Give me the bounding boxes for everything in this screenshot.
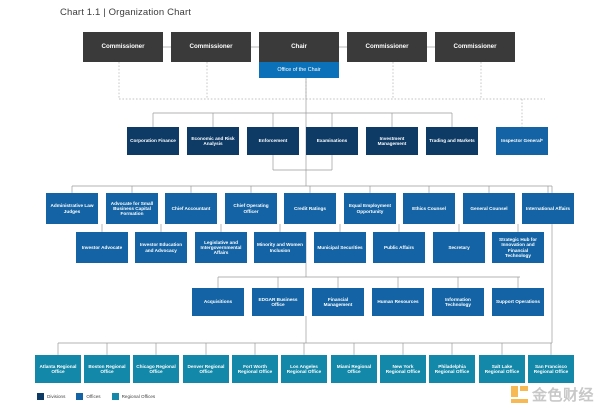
legend-swatch-offices [76, 393, 84, 400]
node-office-international-affairs[interactable]: International Affairs [522, 193, 574, 224]
node-commissioner-1[interactable]: Commissioner [83, 32, 163, 62]
node-office-credit-ratings[interactable]: Credit Ratings [284, 193, 336, 224]
legend-item-divisions: Divisions [37, 393, 65, 400]
node-regional-boston[interactable]: Boston Regional Office [84, 355, 130, 383]
node-office-administrative-law-judges[interactable]: Administrative Law Judges [46, 193, 98, 224]
node-division-corporation-finance[interactable]: Corporation Finance [127, 127, 179, 155]
node-office-advocate-small-business-capital-formation[interactable]: Advocate for Small Business Capital Form… [106, 193, 158, 224]
node-office-support-operations[interactable]: Support Operations [492, 288, 544, 316]
page-title: Chart 1.1 | Organization Chart [60, 7, 192, 18]
legend-item-regional-offices: Regional Offices [111, 393, 156, 400]
node-division-investment-management[interactable]: Investment Management [366, 127, 418, 155]
node-regional-new-york[interactable]: New York Regional Office [380, 355, 426, 383]
node-office-chief-operating-officer[interactable]: Chief Operating Officer [225, 193, 277, 224]
node-office-municipal-securities[interactable]: Municipal Securities [314, 232, 366, 263]
node-office-equal-employment-opportunity[interactable]: Equal Employment Opportunity [344, 193, 396, 224]
node-regional-salt-lake[interactable]: Salt Lake Regional Office [479, 355, 525, 383]
node-office-secretary[interactable]: Secretary [433, 232, 485, 263]
node-chair[interactable]: Chair [259, 32, 339, 62]
node-office-investor-education-and-advocacy[interactable]: Investor Education and Advocacy [135, 232, 187, 263]
legend-swatch-divisions [37, 393, 44, 400]
node-regional-los-angeles[interactable]: Los Angeles Regional Office [281, 355, 327, 383]
node-regional-philadelphia[interactable]: Philadelphia Regional Office [429, 355, 475, 383]
node-office-human-resources[interactable]: Human Resources [372, 288, 424, 316]
legend: Divisions Offices Regional Offices [37, 393, 155, 400]
node-office-strategic-hub-innovation-financial-technology[interactable]: Strategic Hub for Innovation and Financi… [492, 232, 544, 263]
node-office-ethics-counsel[interactable]: Ethics Counsel [403, 193, 455, 224]
node-office-of-the-chair[interactable]: Office of the Chair [259, 62, 339, 78]
node-office-public-affairs[interactable]: Public Affairs [373, 232, 425, 263]
node-commissioner-3[interactable]: Commissioner [347, 32, 427, 62]
node-regional-denver[interactable]: Denver Regional Office [183, 355, 229, 383]
watermark: 金色财经 [510, 384, 594, 405]
node-office-inspector-general[interactable]: Inspector General* [496, 127, 548, 155]
legend-label-divisions: Divisions [47, 394, 66, 399]
node-commissioner-4[interactable]: Commissioner [435, 32, 515, 62]
node-office-investor-advocate[interactable]: Investor Advocate [76, 232, 128, 263]
node-office-minority-and-women-inclusion[interactable]: Minority and Women Inclusion [254, 232, 306, 263]
node-regional-miami[interactable]: Miami Regional Office [331, 355, 377, 383]
watermark-text: 金色财经 [531, 386, 594, 404]
node-regional-san-francisco[interactable]: San Francisco Regional Office [528, 355, 574, 383]
node-regional-chicago[interactable]: Chicago Regional Office [133, 355, 179, 383]
node-office-general-counsel[interactable]: General Counsel [463, 193, 515, 224]
node-office-acquisitions[interactable]: Acquisitions [192, 288, 244, 316]
node-office-financial-management[interactable]: Financial Management [312, 288, 364, 316]
node-division-examinations[interactable]: Examinations [306, 127, 358, 155]
node-division-trading-and-markets[interactable]: Trading and Markets [426, 127, 478, 155]
node-commissioner-2[interactable]: Commissioner [171, 32, 251, 62]
node-office-information-technology[interactable]: Information Technology [432, 288, 484, 316]
legend-label-offices: Offices [86, 394, 101, 399]
legend-label-regional-offices: Regional Offices [121, 394, 156, 399]
node-office-chief-accountant[interactable]: Chief Accountant [165, 193, 217, 224]
watermark-logo-icon [510, 386, 528, 403]
node-office-legislative-and-intergovernmental-affairs[interactable]: Legislative and Intergovernmental Affair… [195, 232, 247, 263]
legend-item-offices: Offices [76, 393, 101, 400]
node-division-enforcement[interactable]: Enforcement [247, 127, 299, 155]
node-regional-fort-worth[interactable]: Fort Worth Regional Office [232, 355, 278, 383]
legend-swatch-regional-offices [111, 393, 119, 400]
node-office-edgar-business-office[interactable]: EDGAR Business Office [252, 288, 304, 316]
node-regional-atlanta[interactable]: Atlanta Regional Office [35, 355, 81, 383]
node-division-economic-and-risk-analysis[interactable]: Economic and Risk Analysis [187, 127, 239, 155]
